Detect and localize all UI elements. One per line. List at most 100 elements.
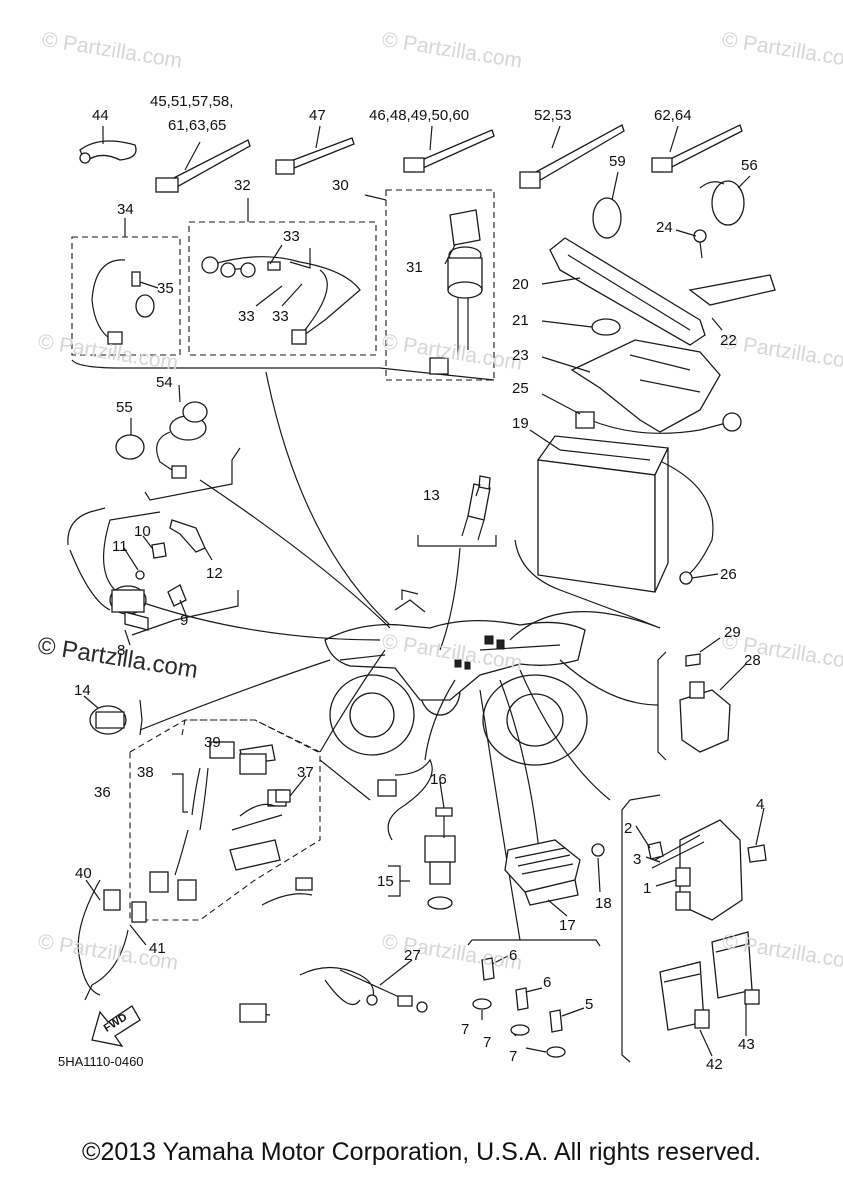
bracket-13 — [417, 535, 497, 547]
callout-44: 44 — [92, 107, 109, 124]
callout-25: 25 — [512, 380, 529, 397]
tie-47 — [275, 137, 355, 175]
callout-34: 34 — [117, 201, 134, 218]
bolt-18 — [591, 843, 605, 857]
callout-55: 55 — [116, 399, 133, 416]
callout-33b: 33 — [238, 308, 255, 325]
relay-43 — [711, 931, 760, 1005]
battery-19 — [536, 435, 669, 593]
lead-34 — [91, 259, 126, 341]
cover-23 — [570, 339, 721, 433]
nut-55 — [115, 434, 145, 460]
bracket-22 — [688, 274, 776, 306]
connector-4 — [747, 844, 767, 863]
callout-45: 45,51,57,58, — [150, 93, 234, 110]
callout-56: 56 — [741, 157, 758, 174]
grommet-21 — [591, 318, 621, 336]
tie-52 — [519, 124, 625, 189]
callout-38: 38 — [137, 764, 154, 781]
diagram-code: 5HA1110-0460 — [58, 1054, 144, 1069]
callout-21: 21 — [512, 312, 529, 329]
callout-17: 17 — [559, 917, 576, 934]
callout-7b: 7 — [483, 1034, 492, 1051]
callout-13: 13 — [423, 487, 440, 504]
switch-14 — [89, 705, 127, 735]
callout-6a: 6 — [509, 947, 518, 964]
washer-11 — [135, 570, 145, 580]
tie-46 — [403, 129, 495, 173]
callout-16: 16 — [430, 771, 447, 788]
box-30 — [385, 189, 495, 381]
bolt-10 — [151, 542, 167, 559]
callout-41: 41 — [149, 940, 166, 957]
callout-46: 46,48,49,50,60 — [369, 107, 470, 124]
clamp-44 — [79, 140, 137, 164]
ring-59 — [592, 197, 622, 239]
fwd-arrow — [91, 1005, 141, 1047]
copyright-footer: ©2013 Yamaha Motor Corporation, U.S.A. A… — [82, 1138, 761, 1166]
atv-silhouette — [324, 589, 588, 766]
callout-37: 37 — [297, 764, 314, 781]
callout-29: 29 — [724, 624, 741, 641]
fuse-39 — [239, 753, 267, 775]
callout-20: 20 — [512, 276, 529, 293]
callout-28: 28 — [744, 652, 761, 669]
callout-19: 19 — [512, 415, 529, 432]
callout-36: 36 — [94, 784, 111, 801]
callout-26: 26 — [720, 566, 737, 583]
callout-7c: 7 — [509, 1048, 518, 1065]
bolt-29 — [685, 653, 701, 667]
callout-22: 22 — [720, 332, 737, 349]
callout-11: 11 — [112, 538, 128, 555]
bracket-top — [71, 359, 495, 381]
callout-33a: 33 — [283, 228, 300, 245]
bracket-5-7 — [467, 939, 601, 947]
cdi-unit-1 — [675, 819, 743, 921]
callout-5: 5 — [585, 996, 594, 1013]
callout-15: 15 — [377, 873, 394, 890]
leader-lines — [134, 371, 661, 941]
callout-45b: 61,63,65 — [168, 117, 227, 134]
callout-2: 2 — [624, 820, 633, 837]
bracket-15 — [388, 865, 410, 897]
callout-leaders — [83, 125, 765, 1057]
callout-12: 12 — [206, 565, 223, 582]
callout-10: 10 — [134, 523, 151, 540]
bracket-54 — [144, 447, 241, 501]
callout-39: 39 — [204, 734, 221, 751]
sensor-15 — [377, 758, 456, 910]
battery-bracket-20 — [549, 237, 706, 346]
callout-14: 14 — [74, 682, 91, 699]
callout-27: 27 — [404, 947, 421, 964]
socket-54 — [156, 401, 208, 479]
box-34 — [71, 236, 181, 356]
callout-33c: 33 — [272, 308, 289, 325]
callout-4: 4 — [756, 796, 765, 813]
tie-45 — [155, 139, 251, 193]
lead-40 — [77, 879, 101, 996]
callout-9: 9 — [180, 612, 189, 629]
callout-62: 62,64 — [654, 107, 692, 124]
main-switch-31 — [429, 209, 483, 375]
cable-26 — [661, 461, 714, 576]
bracket-8 — [67, 507, 239, 636]
callout-43: 43 — [738, 1036, 755, 1053]
callout-3: 3 — [633, 851, 642, 868]
bracket-19 — [514, 539, 661, 629]
callout-42: 42 — [706, 1056, 723, 1073]
box-36 — [129, 719, 321, 921]
callout-8: 8 — [117, 642, 126, 659]
callout-23: 23 — [512, 347, 529, 364]
cap-12 — [169, 519, 206, 553]
box-32 — [188, 221, 377, 356]
callout-40: 40 — [75, 865, 92, 882]
ring-56 — [699, 180, 745, 226]
cable-25 — [589, 419, 731, 434]
callout-18: 18 — [595, 895, 612, 912]
callout-52: 52,53 — [534, 107, 572, 124]
fuse-holder-37 — [275, 789, 291, 803]
callout-31: 31 — [406, 259, 423, 276]
bolt-2 — [647, 841, 664, 860]
relay-28 — [679, 681, 731, 753]
bracket-28 — [657, 651, 667, 761]
